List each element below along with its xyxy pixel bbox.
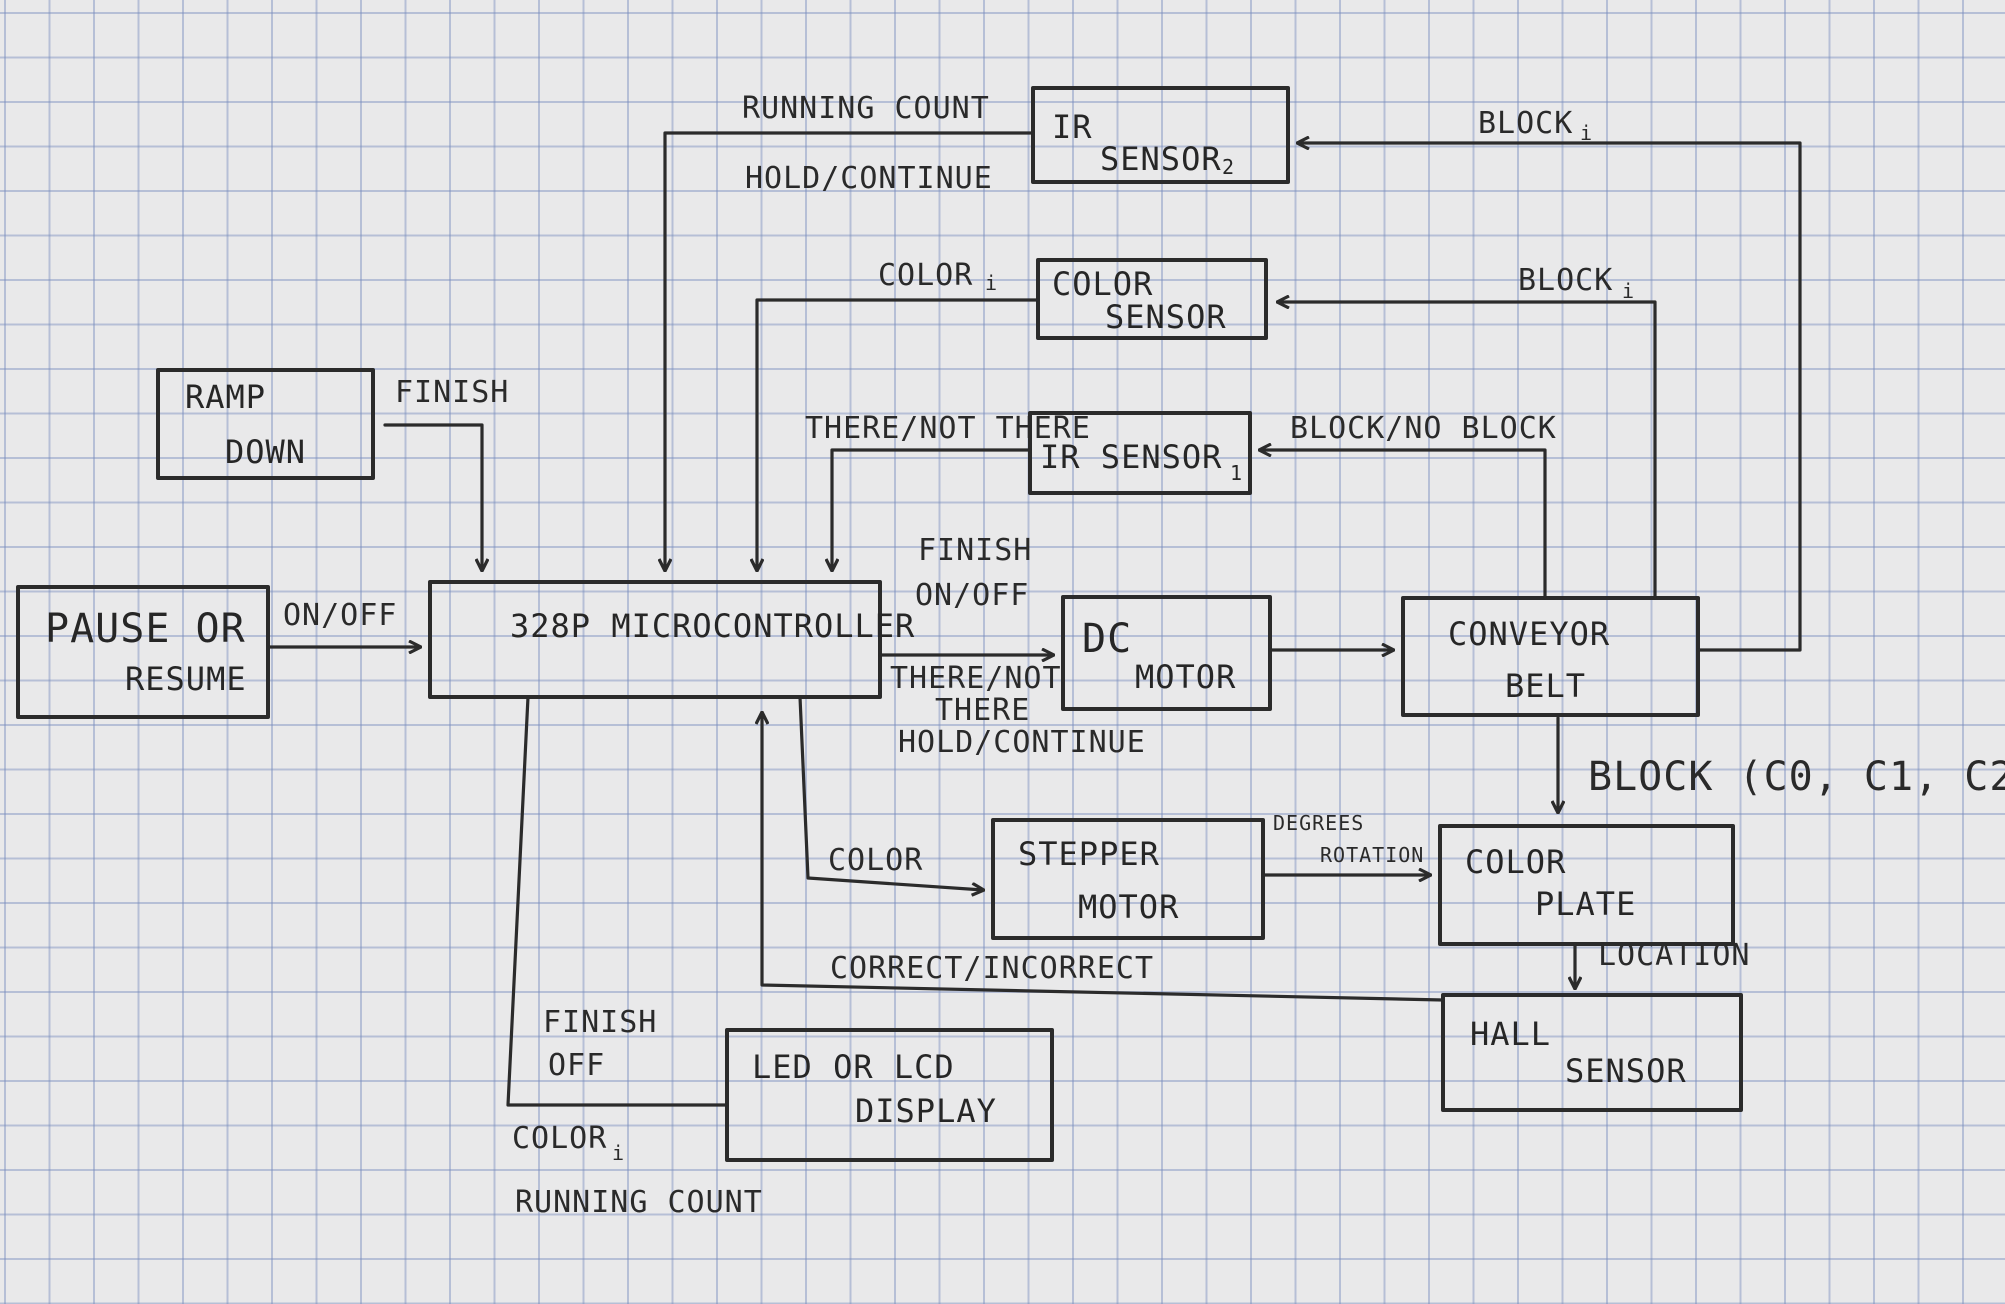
hall-sensor-block: HALL SENSOR — [1441, 993, 1743, 1112]
mc-dc-finish-label: FINISH — [918, 533, 1032, 568]
hall-mc-wire — [762, 713, 1445, 1002]
stepper-degrees-label: DEGREES — [1273, 811, 1364, 835]
ir1-there-label: THERE/NOT THERE — [805, 411, 1091, 446]
belt-block-top-sub: i — [1580, 121, 1593, 145]
mc-display-wire — [506, 695, 729, 1107]
ir2-running-count-label: RUNNING COUNT — [742, 91, 990, 126]
belt-block-top-label: BLOCK — [1478, 106, 1573, 141]
ir1-mc-wire — [832, 448, 1032, 570]
ramp-down-block: RAMP DOWN — [156, 368, 375, 480]
pause-resume-label-1: PAUSE OR — [45, 606, 246, 652]
mc-stepper-wire — [798, 695, 983, 890]
display-label-2: DISPLAY — [855, 1092, 997, 1130]
color-sensor-color-label: COLOR — [878, 258, 973, 293]
display-label-1: LED OR LCD — [752, 1048, 955, 1086]
color-plate-label-2: PLATE — [1535, 885, 1636, 923]
belt-block-noblock-label: BLOCK/NO BLOCK — [1290, 411, 1557, 446]
display-color-sub: i — [612, 1141, 625, 1165]
hall-correct-label: CORRECT/INCORRECT — [830, 951, 1154, 986]
display-color-label: COLOR — [512, 1121, 607, 1156]
pause-resume-block: PAUSE OR RESUME — [16, 585, 270, 719]
ir-sensor-1-subscript: 1 — [1230, 461, 1243, 485]
ir2-mc-wire — [665, 131, 1035, 570]
conveyor-belt-block: CONVEYOR BELT — [1401, 596, 1700, 717]
stepper-motor-block: STEPPER MOTOR — [991, 818, 1265, 940]
dc-motor-label-2: MOTOR — [1135, 658, 1236, 696]
belt-block-color-sub: i — [1622, 279, 1635, 303]
conveyor-belt-label-2: BELT — [1505, 667, 1586, 705]
belt-block-color-label: BLOCK — [1518, 263, 1613, 298]
mc-dc-there2-label: THERE — [935, 693, 1030, 728]
stepper-motor-label-1: STEPPER — [1018, 835, 1160, 873]
ir-sensor-1-block: IR SENSOR 1 — [1028, 411, 1252, 495]
belt-colorsensor-wire — [1278, 302, 1657, 600]
mc-dc-there-label: THERE/NOT — [890, 661, 1062, 696]
microcontroller-block: 328P MICROCONTROLLER — [428, 580, 915, 699]
ramp-down-label-2: DOWN — [225, 433, 306, 471]
color-sensor-block: COLOR SENSOR — [1036, 258, 1268, 340]
color-sensor-color-sub: i — [985, 271, 998, 295]
belt-block-plate-label: BLOCK (C0, C1, C2, C3) — [1588, 754, 2005, 800]
belt-ir2-wire — [1298, 143, 1802, 652]
ir2-hold-continue-label: HOLD/CONTINUE — [745, 161, 993, 196]
color-sensor-label-2: SENSOR — [1105, 298, 1227, 336]
ir-sensor-2-subscript: 2 — [1222, 155, 1235, 179]
color-sensor-label-1: COLOR — [1052, 265, 1153, 303]
ir-sensor-2-label-1: IR — [1052, 108, 1093, 146]
microcontroller-label: 328P MICROCONTROLLER — [510, 607, 915, 645]
color-plate-block: COLOR PLATE — [1438, 824, 1735, 946]
pause-resume-label-2: RESUME — [125, 660, 247, 698]
display-finish-label: FINISH — [543, 1005, 657, 1040]
pause-onoff-label: ON/OFF — [283, 598, 397, 633]
mc-dc-hold-label: HOLD/CONTINUE — [898, 725, 1146, 760]
ir-sensor-1-label: IR SENSOR — [1040, 438, 1222, 476]
dc-motor-label-1: DC — [1082, 616, 1132, 662]
stepper-color-label: COLOR — [828, 843, 923, 878]
conveyor-belt-label-1: CONVEYOR — [1448, 615, 1610, 653]
ramp-finish-label: FINISH — [395, 375, 509, 410]
colorsensor-mc-wire — [757, 298, 1040, 570]
ir-sensor-2-label-2: SENSOR — [1100, 140, 1222, 178]
belt-ir1-wire — [1260, 450, 1547, 600]
ramp-finish-wire — [383, 423, 482, 570]
ramp-down-label-1: RAMP — [185, 378, 266, 416]
color-plate-label-1: COLOR — [1465, 843, 1566, 881]
display-running-label: RUNNING COUNT — [515, 1185, 763, 1220]
stepper-rotation-label: ROTATION — [1320, 843, 1424, 867]
ir-sensor-2-block: IR SENSOR 2 — [1031, 86, 1290, 184]
stepper-motor-label-2: MOTOR — [1078, 888, 1179, 926]
hall-sensor-label-2: SENSOR — [1565, 1052, 1687, 1090]
dc-motor-block: DC MOTOR — [1061, 595, 1272, 711]
plate-location-label: LOCATION — [1598, 938, 1751, 973]
display-block: LED OR LCD DISPLAY — [725, 1028, 1054, 1162]
display-off-label: OFF — [548, 1048, 605, 1083]
hall-sensor-label-1: HALL — [1470, 1015, 1551, 1053]
mc-dc-onoff-label: ON/OFF — [915, 578, 1029, 613]
